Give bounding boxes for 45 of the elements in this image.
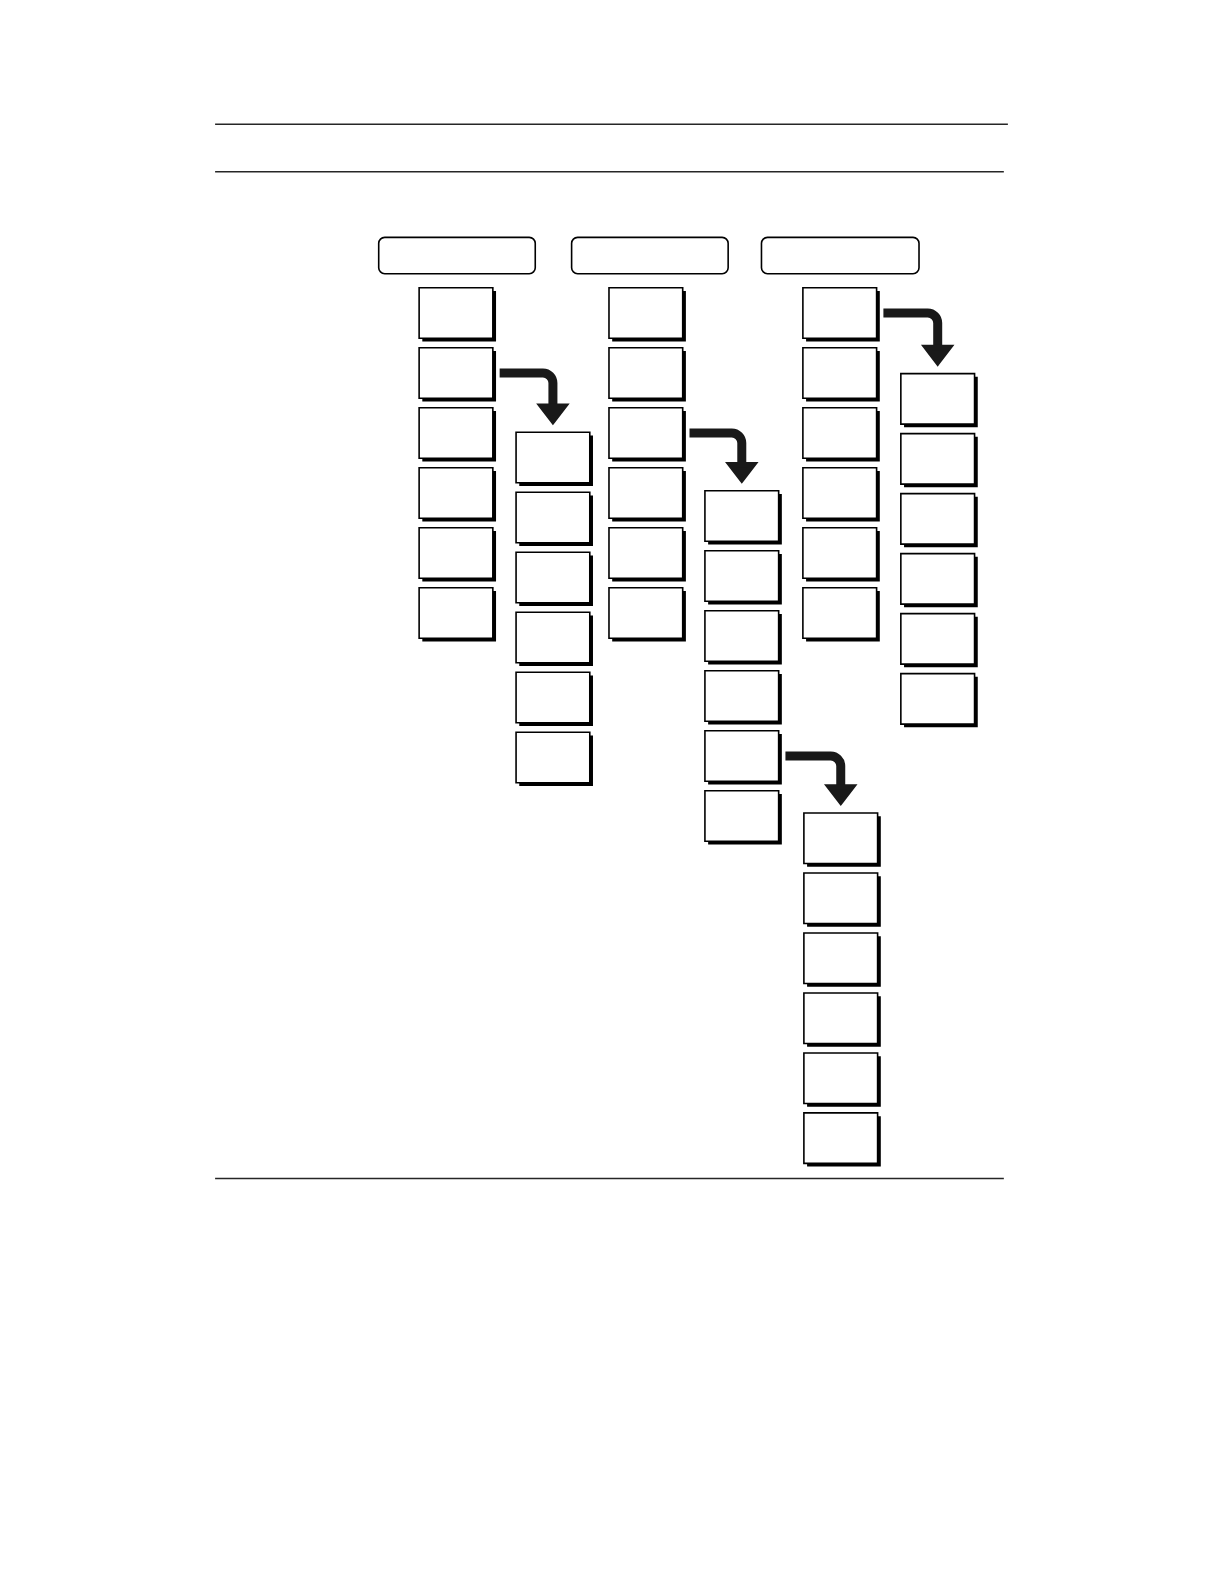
shadow-box	[418, 287, 497, 342]
rounded-box	[570, 236, 729, 275]
shadow-box	[900, 432, 978, 488]
shadow-box	[802, 467, 880, 522]
rounded-box	[377, 236, 537, 275]
shadow-box	[515, 611, 593, 666]
shadow-box	[515, 731, 593, 786]
shadow-box	[803, 932, 881, 987]
shadow-box	[802, 287, 880, 342]
shadow-box	[418, 527, 497, 582]
shadow-box	[704, 610, 782, 665]
shadow-box	[900, 372, 978, 428]
shadow-box	[418, 407, 497, 462]
shadow-box	[418, 467, 497, 522]
shadow-box	[803, 872, 881, 927]
shadow-box	[608, 527, 686, 582]
shadow-box	[900, 672, 978, 728]
shadow-box	[900, 552, 978, 608]
shadow-box	[704, 730, 782, 785]
shadow-box	[803, 1052, 881, 1107]
shadow-box	[608, 586, 686, 642]
shadow-box	[418, 347, 497, 402]
shadow-box	[608, 347, 686, 402]
shadow-box	[802, 347, 880, 402]
shadow-box	[608, 467, 686, 522]
shadow-box	[803, 992, 881, 1047]
shadow-box	[704, 490, 782, 545]
shadow-box	[418, 586, 497, 642]
shadow-box	[803, 1112, 881, 1167]
shadow-box	[704, 670, 782, 725]
shadow-box	[802, 407, 880, 462]
shadow-box	[515, 671, 593, 726]
shadow-box	[802, 527, 880, 582]
shadow-box	[515, 491, 593, 546]
shadow-box	[515, 431, 593, 486]
shadow-box	[802, 586, 880, 642]
shadow-box	[608, 407, 686, 462]
rounded-box	[760, 236, 920, 275]
shadow-box	[704, 550, 782, 605]
shadow-box	[515, 551, 593, 606]
shadow-box	[704, 789, 782, 845]
shadow-box	[803, 812, 881, 867]
shadow-box	[608, 287, 686, 342]
shadow-box	[900, 612, 978, 668]
shadow-box	[900, 492, 978, 548]
